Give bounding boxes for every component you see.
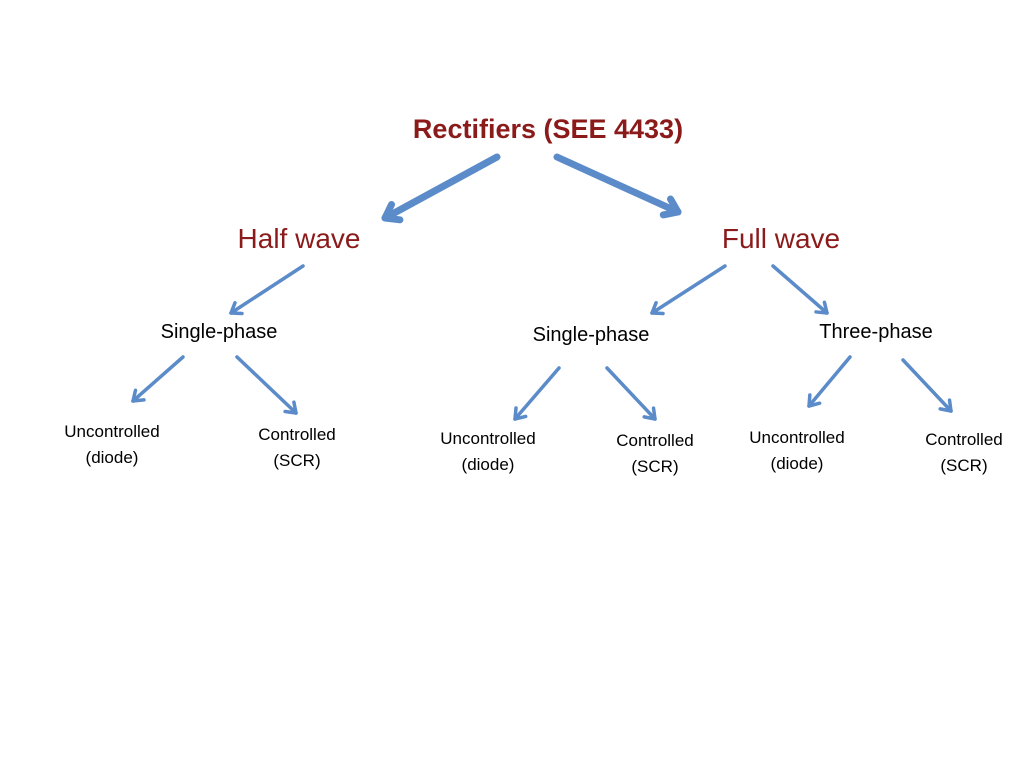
full-wave-single-phase-node: Single-phase <box>532 324 650 346</box>
arrow-hw-single-to-uncontrolled <box>131 355 185 403</box>
arrowhead <box>814 300 829 315</box>
arrowhead <box>642 406 657 421</box>
arrowhead <box>229 301 244 316</box>
leaf-line-1: Uncontrolled <box>440 429 536 448</box>
hw-single-controlled-node: Controlled (SCR) <box>258 422 336 475</box>
arrowhead <box>938 398 953 413</box>
arrow-full-wave-to-single-phase <box>650 264 727 316</box>
full-wave-three-phase-node: Three-phase <box>819 321 933 343</box>
arrowhead <box>807 393 822 408</box>
leaf-line-1: Uncontrolled <box>749 428 845 447</box>
fw-single-uncontrolled-node: Uncontrolled (diode) <box>440 426 535 479</box>
half-wave-node: Half wave <box>237 223 361 254</box>
arrow-full-wave-to-three-phase <box>771 264 829 315</box>
full-wave-node: Full wave <box>721 223 841 254</box>
arrow-fw-single-to-uncontrolled <box>513 366 561 421</box>
arrow-fw-three-to-controlled <box>901 358 953 413</box>
arrowhead <box>659 195 682 219</box>
leaf-line-2: (diode) <box>461 455 515 475</box>
arrow-hw-single-to-controlled <box>235 355 298 415</box>
arrowhead <box>283 400 298 415</box>
leaf-line-1: Uncontrolled <box>64 422 160 441</box>
arrowhead <box>513 406 528 421</box>
leaf-line-2: (SCR) <box>940 456 988 476</box>
arrow-half-wave-to-single-phase <box>229 264 305 316</box>
leaf-line-2: (SCR) <box>273 451 321 471</box>
leaf-line-1: Controlled <box>925 430 1003 449</box>
arrowhead <box>381 201 404 224</box>
arrowhead <box>650 301 665 316</box>
arrow-fw-single-to-controlled <box>605 366 657 421</box>
leaf-line-2: (diode) <box>770 454 824 474</box>
fw-single-controlled-node: Controlled (SCR) <box>616 428 694 481</box>
fw-three-controlled-node: Controlled (SCR) <box>925 427 1003 480</box>
leaf-line-1: Controlled <box>616 431 694 450</box>
leaf-line-2: (SCR) <box>631 457 679 477</box>
diagram-title: Rectifiers (SEE 4433) <box>412 114 684 144</box>
leaf-line-2: (diode) <box>85 448 139 468</box>
arrow-title-to-full-wave <box>553 153 682 219</box>
fw-three-uncontrolled-node: Uncontrolled (diode) <box>749 425 844 478</box>
arrow-title-to-half-wave <box>381 153 501 224</box>
arrow-fw-three-to-uncontrolled <box>807 355 852 408</box>
hw-single-uncontrolled-node: Uncontrolled (diode) <box>64 419 159 472</box>
arrowhead <box>131 388 146 403</box>
leaf-line-1: Controlled <box>258 425 336 444</box>
half-wave-single-phase-node: Single-phase <box>160 321 278 343</box>
